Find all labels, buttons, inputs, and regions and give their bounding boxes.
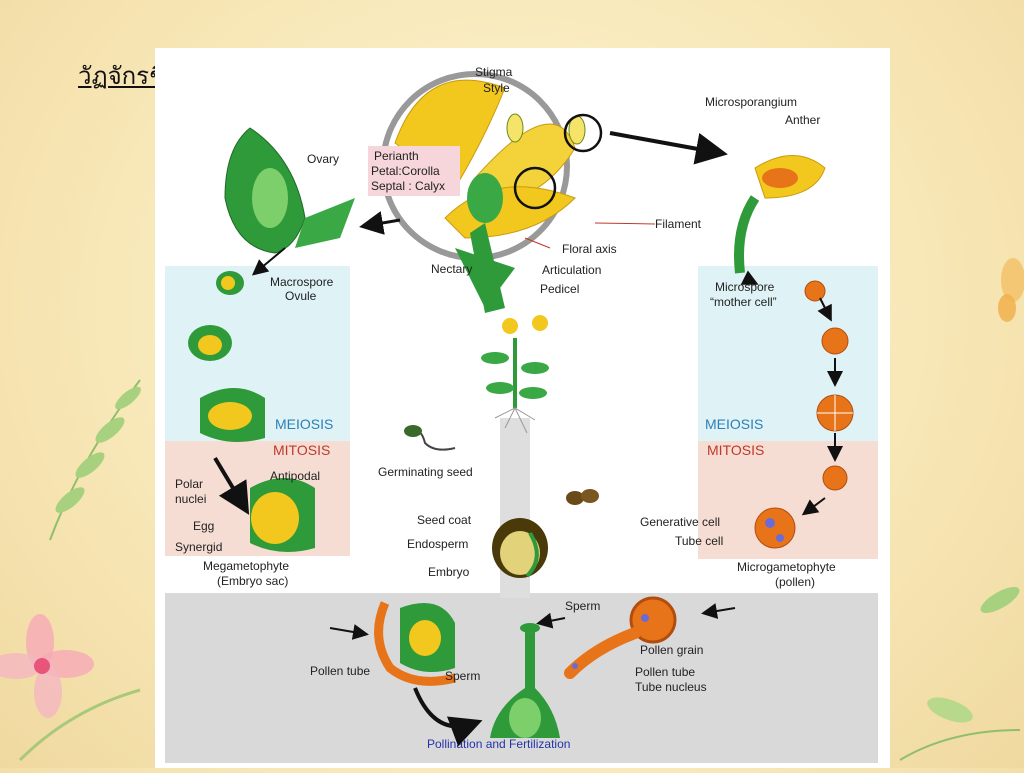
seed-cross-section [492,518,548,578]
female-development [188,271,315,552]
label-macrospore: Macrospore [270,275,334,289]
pollination-left-illustration [374,601,457,686]
label-pollen: (pollen) [775,575,815,589]
label-petal: Petal:Corolla [371,164,440,178]
label-polar: Polar [175,477,203,491]
label-ovule: Ovule [285,289,317,303]
label-stigma: Stigma [475,65,513,79]
label-pedicel: Pedicel [540,282,579,296]
label-nuclei: nuclei [175,492,206,506]
label-articulation: Articulation [542,263,601,277]
decorative-flower-left [0,614,141,762]
female-meiosis-label: MEIOSIS [275,416,333,432]
label-septal: Septal : Calyx [371,179,445,193]
label-endosperm: Endosperm [407,537,468,551]
pistil-illustration [490,623,560,738]
label-pollen-tube-left: Pollen tube [310,664,370,678]
diagram-panel: Stigma Style Perianth Petal:Corolla Sept… [155,48,890,768]
label-perianth: Perianth [374,149,419,163]
label-nectary: Nectary [431,262,472,276]
flower-illustration [394,79,603,313]
label-microgametophyte: Microgametophyte [737,560,836,574]
label-seed-coat: Seed coat [417,513,472,527]
label-synergid: Synergid [175,540,222,554]
label-microspore: Microspore [715,280,775,294]
label-style: Style [483,81,510,95]
label-germinating-seed: Germinating seed [378,465,473,479]
label-embryo: Embryo [428,565,470,579]
young-plant [481,315,549,434]
decorative-butterfly [998,258,1024,322]
label-floral-axis: Floral axis [562,242,617,256]
label-embryo-sac: (Embryo sac) [217,574,288,588]
male-mitosis-label: MITOSIS [707,442,764,458]
perianth-box [368,146,460,196]
label-filament: Filament [655,217,702,231]
label-pollination-caption: Pollination and Fertilization [427,737,570,751]
decorative-leaves-right [899,587,1021,761]
label-sperm-left: Sperm [445,669,480,683]
label-microsporangium: Microsporangium [705,95,797,109]
label-mother-cell: “mother cell” [710,295,777,309]
label-anther: Anther [785,113,820,127]
male-meiosis-label: MEIOSIS [705,416,763,432]
female-mitosis-label: MITOSIS [273,442,330,458]
label-megagametophyte: Megametophyte [203,559,289,573]
label-antipodal: Antipodal [270,469,320,483]
seed-icon [566,491,584,505]
plant-life-cycle-diagram: Stigma Style Perianth Petal:Corolla Sept… [165,65,878,763]
label-egg: Egg [193,519,214,533]
male-development [754,280,854,549]
label-tube-cell: Tube cell [675,534,723,548]
label-sperm-right: Sperm [565,599,600,613]
flower-labels: Stigma Style Perianth Petal:Corolla Sept… [368,65,702,296]
label-generative-cell: Generative cell [640,515,720,529]
anther-illustration [734,155,826,274]
label-ovary: Ovary [307,152,339,166]
decorative-leaves-left [49,379,141,541]
label-tube-nucleus: Tube nucleus [635,680,707,694]
label-pollen-tube-right: Pollen tube [635,665,695,679]
pollen-grain-illustration [564,596,677,679]
ovary-illustration [224,127,355,254]
label-pollen-grain: Pollen grain [640,643,703,657]
